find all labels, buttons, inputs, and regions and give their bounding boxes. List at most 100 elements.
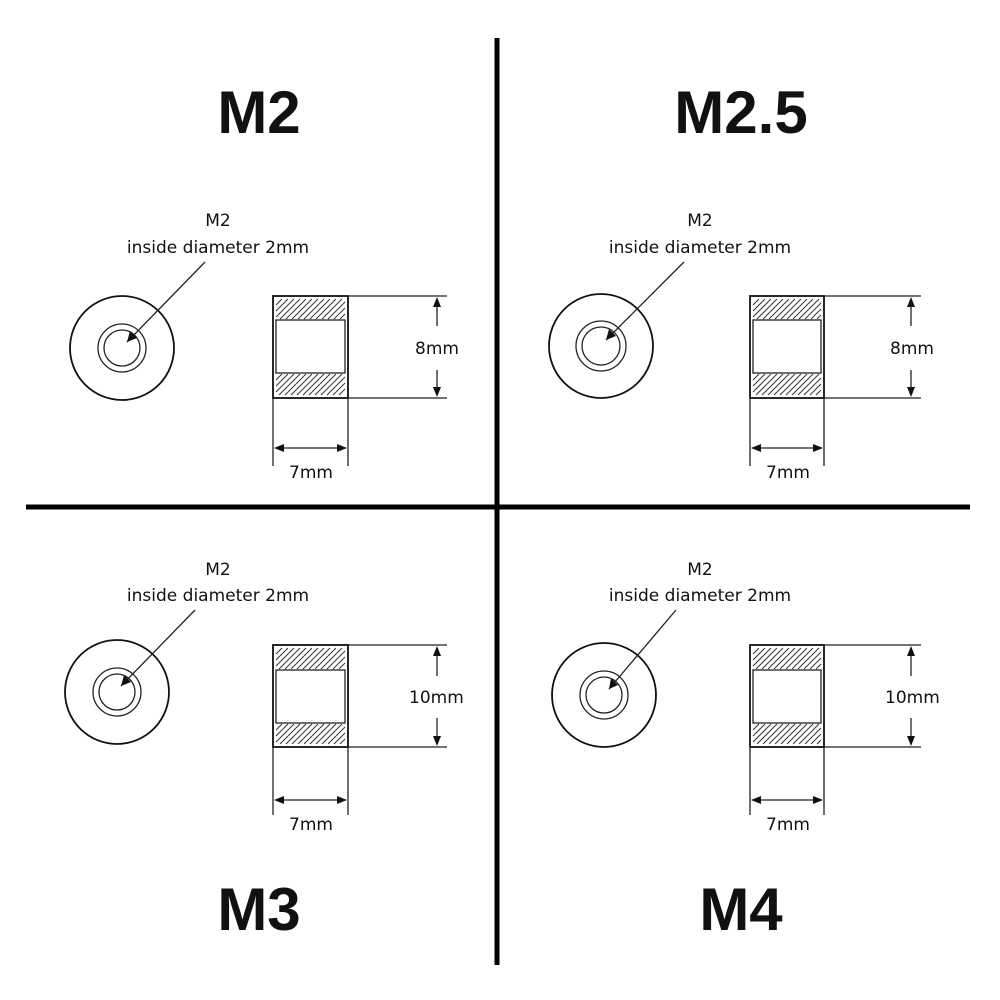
thread-hatch-line bbox=[275, 647, 283, 655]
thread-hatch-line bbox=[786, 723, 808, 745]
thread-hatching-top bbox=[752, 298, 822, 320]
thread-hatch-line bbox=[275, 723, 283, 731]
thread-hatch-line bbox=[752, 723, 766, 737]
size-title: M2.5 bbox=[674, 79, 807, 146]
thread-hatch-line bbox=[275, 298, 283, 306]
quadrant-m3: M3 M2 inside diameter 2mm 10mm bbox=[64, 560, 464, 943]
thread-hatch-line bbox=[279, 723, 301, 745]
thread-hatch-line bbox=[291, 723, 313, 745]
thread-hatch-line bbox=[327, 726, 346, 745]
thread-hatch-line bbox=[809, 657, 822, 670]
thread-hatch-line bbox=[284, 647, 307, 670]
thread-hatching-bottom bbox=[752, 723, 822, 745]
thread-hatch-line bbox=[761, 647, 784, 670]
thread-hatch-line bbox=[761, 373, 784, 396]
thread-hatch-line bbox=[767, 647, 790, 670]
thread-hatch-line bbox=[785, 373, 808, 396]
thread-hatching-top bbox=[752, 647, 822, 670]
thread-hatch-line bbox=[752, 298, 772, 318]
callout-arrowhead bbox=[121, 675, 131, 686]
spacer-side-view bbox=[749, 295, 825, 399]
thread-hatch-line bbox=[275, 298, 289, 312]
callout-leader-line bbox=[605, 261, 685, 341]
height-dimension: 8mm bbox=[348, 295, 459, 399]
thread-hatch-line bbox=[275, 647, 295, 667]
thread-hatch-line bbox=[314, 373, 337, 396]
height-dimension-label: 10mm bbox=[885, 688, 940, 708]
callout-inside-diameter-label: inside diameter 2mm bbox=[127, 586, 309, 606]
quadrant-m2: M2 M2 inside diameter 2mm 8mm bbox=[69, 79, 459, 483]
thread-hatch-line bbox=[792, 723, 814, 745]
thread-hatch-line bbox=[275, 298, 295, 318]
callout-thread-label: M2 bbox=[205, 211, 230, 231]
callout-inside-diameter-label: inside diameter 2mm bbox=[609, 586, 791, 606]
thread-hatch-line bbox=[816, 314, 822, 320]
spacer-side-view bbox=[272, 295, 349, 399]
thread-hatch-line bbox=[752, 373, 760, 381]
thread-hatch-line bbox=[791, 647, 814, 670]
thread-hatch-line bbox=[773, 647, 796, 670]
thread-hatch-line bbox=[332, 656, 346, 670]
spacer-side-view bbox=[272, 644, 349, 748]
height-dimension: 10mm bbox=[348, 644, 464, 748]
thread-hatch-line bbox=[785, 647, 808, 670]
thread-hatch-line bbox=[773, 373, 796, 396]
thread-hatch-line bbox=[756, 298, 778, 320]
thread-hatch-line bbox=[768, 723, 790, 745]
thread-hatch-line bbox=[780, 723, 802, 745]
thread-hatch-line bbox=[755, 647, 778, 670]
thread-hatch-line bbox=[755, 373, 778, 396]
spacer-top-view bbox=[551, 642, 657, 748]
thread-hatch-line bbox=[290, 647, 313, 670]
width-dimension: 7mm bbox=[749, 747, 825, 835]
callout-inside-diameter-label: inside diameter 2mm bbox=[127, 238, 309, 258]
thread-hatch-line bbox=[275, 647, 289, 661]
thread-hatch-line bbox=[752, 298, 766, 312]
spacer-top-view bbox=[64, 639, 170, 745]
thread-hatch-line bbox=[275, 723, 289, 737]
callout-leader-line bbox=[120, 609, 196, 687]
height-dimension: 8mm bbox=[824, 295, 934, 399]
callout-inside-diameter-label: inside diameter 2mm bbox=[609, 238, 791, 258]
width-dimension-label: 7mm bbox=[766, 815, 810, 835]
size-title: M3 bbox=[217, 876, 300, 943]
thread-hatch-line bbox=[752, 647, 772, 667]
callout-arrowhead bbox=[609, 678, 618, 689]
thread-hatch-line bbox=[326, 376, 346, 396]
width-dimension: 7mm bbox=[272, 398, 349, 483]
thread-hatch-line bbox=[804, 727, 822, 745]
thread-hatch-line bbox=[810, 308, 822, 320]
callout-leader-line bbox=[608, 609, 677, 690]
thread-hatch-line bbox=[302, 373, 325, 396]
width-dimension-label: 7mm bbox=[289, 463, 333, 483]
thread-hatch-line bbox=[810, 733, 822, 745]
quadrant-m4: M4 M2 inside diameter 2mm 10mm bbox=[551, 560, 940, 943]
spacer-top-view bbox=[548, 293, 654, 399]
thread-hatch-line bbox=[275, 373, 283, 381]
thread-hatch-line bbox=[752, 373, 772, 393]
callout-arrowhead bbox=[606, 329, 616, 340]
thread-hatch-line bbox=[809, 383, 822, 396]
thread-hatch-line bbox=[774, 723, 796, 745]
thread-hatch-line bbox=[339, 738, 346, 745]
thread-hatch-line bbox=[338, 388, 346, 396]
width-dimension-label: 7mm bbox=[289, 815, 333, 835]
thread-hatch-line bbox=[285, 723, 307, 745]
spacer-side-view bbox=[749, 644, 825, 748]
thread-hatch-line bbox=[803, 651, 822, 670]
thread-hatch-line bbox=[278, 373, 301, 396]
thread-hatching-bottom bbox=[275, 373, 346, 396]
thread-hatch-line bbox=[815, 663, 822, 670]
thread-hatch-line bbox=[285, 298, 307, 320]
callout-thread-label: M2 bbox=[687, 211, 712, 231]
thread-hatch-line bbox=[797, 373, 820, 396]
thread-hatch-line bbox=[333, 732, 346, 745]
thread-hatch-line bbox=[278, 647, 301, 670]
thread-hatch-line bbox=[302, 647, 325, 670]
thread-hatch-line bbox=[284, 373, 307, 396]
thread-hatch-line bbox=[339, 313, 346, 320]
thread-hatch-line bbox=[315, 723, 337, 745]
thread-hatch-line bbox=[780, 298, 802, 320]
thread-hatch-line bbox=[320, 647, 343, 670]
